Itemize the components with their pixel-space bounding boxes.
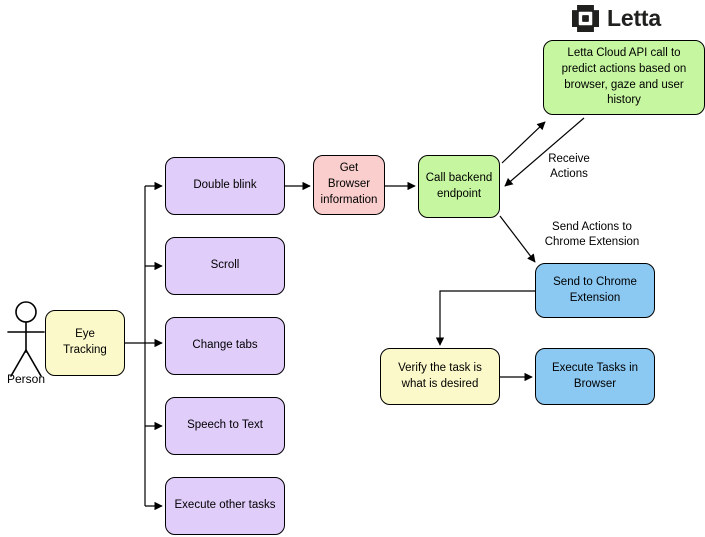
node-label: Verify the task is what is desired	[398, 361, 482, 390]
node-label: Change tabs	[192, 339, 258, 352]
edge-letta-to-call-backend-receive	[504, 117, 585, 187]
edge-call-backend-to-letta	[501, 121, 546, 164]
node-label: Execute other tasks	[174, 499, 276, 512]
node-label: Execute Tasks in Browser	[551, 361, 639, 390]
edge-call-backend-to-send-extension	[499, 215, 536, 263]
edge-label-send-actions-to-chrome-extension: Send Actions to Chrome Extension	[544, 221, 640, 249]
node-send-to-chrome-extension[interactable]: Send to Chrome Extension	[535, 263, 655, 318]
node-label: Send to Chrome Extension	[553, 275, 637, 304]
node-label: Letta Cloud API call to predict actions …	[561, 46, 687, 107]
node-label: Scroll	[210, 259, 240, 272]
node-get-browser-information[interactable]: Get Browser information	[313, 155, 385, 215]
node-label: Double blink	[193, 179, 257, 192]
letta-brand: Letta	[572, 1, 661, 35]
node-label: Get Browser information	[320, 162, 378, 206]
node-execute-tasks-in-browser[interactable]: Execute Tasks in Browser	[535, 348, 655, 405]
letta-square-logo-icon	[572, 4, 599, 32]
node-double-blink[interactable]: Double blink	[165, 157, 285, 215]
node-label: Eye Tracking	[63, 328, 107, 356]
node-eye-tracking[interactable]: Eye Tracking	[45, 310, 125, 376]
node-label: Call backend endpoint	[425, 171, 493, 200]
edge-send-extension-to-verify	[435, 290, 535, 346]
node-change-tabs[interactable]: Change tabs	[165, 317, 285, 375]
edge-label-receive-actions: Receive Actions	[548, 153, 590, 181]
node-letta-cloud-api-call[interactable]: Letta Cloud API call to predict actions …	[543, 40, 705, 115]
node-call-backend-endpoint[interactable]: Call backend endpoint	[418, 155, 500, 218]
node-execute-other-tasks[interactable]: Execute other tasks	[165, 477, 285, 535]
node-verify-task[interactable]: Verify the task is what is desired	[380, 348, 500, 405]
node-label: Speech to Text	[187, 419, 263, 432]
letta-wordmark: Letta	[607, 4, 661, 31]
person-label: Person	[6, 372, 46, 386]
person-icon	[7, 301, 45, 377]
node-scroll[interactable]: Scroll	[165, 237, 285, 295]
node-speech-to-text[interactable]: Speech to Text	[165, 397, 285, 455]
